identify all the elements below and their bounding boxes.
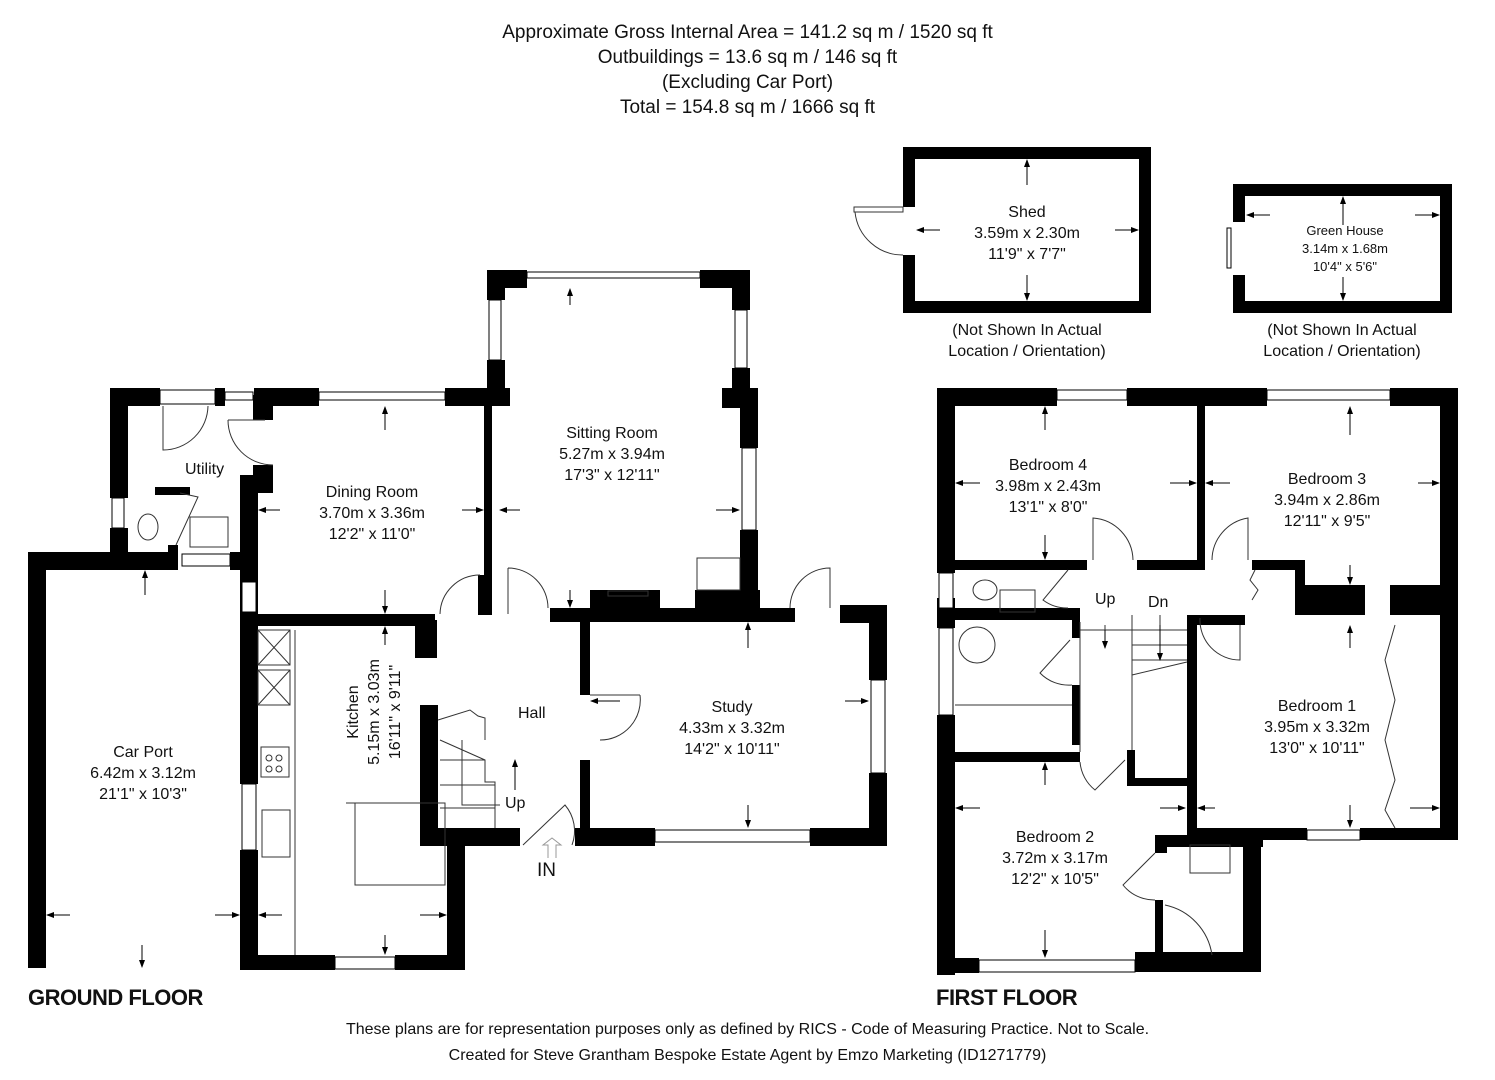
greenhouse-location-note: (Not Shown In Actual Location / Orientat… xyxy=(1263,320,1420,362)
room-imperial: 11'9" x 7'7" xyxy=(988,246,1066,263)
room-imperial: 14'2" x 10'11" xyxy=(684,741,780,758)
outbuildings-area: Outbuildings = 13.6 sq m / 146 sq ft xyxy=(597,47,898,68)
room-imperial: 21'1" x 10'3" xyxy=(99,786,187,803)
bedroom-3-label: Bedroom 3 3.94m x 2.86m 12'11" x 9'5" xyxy=(1274,469,1380,532)
doors-and-fixtures xyxy=(137,206,1396,956)
bedroom-4-label: Bedroom 4 3.98m x 2.43m 13'1" x 8'0" xyxy=(995,455,1101,518)
room-metric: 3.72m x 3.17m xyxy=(1002,850,1108,867)
room-metric: 6.42m x 3.12m xyxy=(90,765,196,782)
shed-label: Shed 3.59m x 2.30m 11'9" x 7'7" xyxy=(974,202,1080,265)
room-name: Study xyxy=(711,699,753,716)
room-imperial: 12'2" x 10'5" xyxy=(1011,871,1099,888)
room-name: Green House xyxy=(1306,223,1384,238)
first-floor-stairs-up-label: Up xyxy=(1095,591,1116,608)
gross-internal-area: Approximate Gross Internal Area = 141.2 … xyxy=(502,22,993,43)
entrance-arrow-icon xyxy=(541,837,563,858)
area-summary: Approximate Gross Internal Area = 141.2 … xyxy=(0,20,1495,120)
room-metric: 3.95m x 3.32m xyxy=(1264,719,1370,736)
shed-location-note: (Not Shown In Actual Location / Orientat… xyxy=(948,320,1105,362)
utility-label: Utility xyxy=(185,461,225,478)
room-name: Bedroom 3 xyxy=(1287,471,1367,488)
room-name: Bedroom 1 xyxy=(1277,698,1357,715)
bedroom-2-label: Bedroom 2 3.72m x 3.17m 12'2" x 10'5" xyxy=(1002,827,1108,890)
room-metric: 4.33m x 3.32m xyxy=(679,720,785,737)
carport-exclusion-note: (Excluding Car Port) xyxy=(661,72,834,93)
stairs-up-label: Up xyxy=(505,795,526,812)
room-metric: 3.14m x 1.68m xyxy=(1302,241,1388,256)
note-line: Location / Orientation) xyxy=(1263,343,1421,360)
total-area: Total = 154.8 sq m / 1666 sq ft xyxy=(619,97,876,118)
room-imperial: 10'4" x 5'6" xyxy=(1312,259,1378,274)
room-imperial: 17'3" x 12'11" xyxy=(564,467,660,484)
bedroom-1-label: Bedroom 1 3.95m x 3.32m 13'0" x 10'11" xyxy=(1264,696,1370,759)
credit-text: Created for Steve Grantham Bespoke Estat… xyxy=(448,1047,1047,1064)
room-metric: 3.94m x 2.86m xyxy=(1274,492,1380,509)
room-name: Bedroom 2 xyxy=(1015,829,1095,846)
dining-room-label: Dining Room 3.70m x 3.36m 12'2" x 11'0" xyxy=(319,482,425,545)
room-metric: 5.27m x 3.94m xyxy=(559,446,665,463)
note-line: (Not Shown In Actual xyxy=(1267,322,1417,339)
car-port-label: Car Port 6.42m x 3.12m 21'1" x 10'3" xyxy=(90,742,196,805)
disclaimer-text: These plans are for representation purpo… xyxy=(345,1021,1150,1038)
room-imperial: 16'11" x 9'11" xyxy=(387,664,404,760)
note-line: (Not Shown In Actual xyxy=(952,322,1102,339)
kitchen-label: Kitchen 5.15m x 3.03m 16'11" x 9'11" xyxy=(343,652,406,772)
entrance-label: IN xyxy=(537,860,556,881)
room-imperial: 12'11" x 9'5" xyxy=(1283,513,1371,530)
room-metric: 5.15m x 3.03m xyxy=(366,659,383,765)
study-label: Study 4.33m x 3.32m 14'2" x 10'11" xyxy=(679,697,785,760)
room-name: Dining Room xyxy=(325,484,419,501)
room-name: Shed xyxy=(1008,204,1046,221)
room-name: Sitting Room xyxy=(566,425,658,442)
sitting-room-label: Sitting Room 5.27m x 3.94m 17'3" x 12'11… xyxy=(559,423,665,486)
room-name: Kitchen xyxy=(345,685,362,739)
first-floor-stairs-down-label: Dn xyxy=(1148,594,1169,611)
room-name: Bedroom 4 xyxy=(1008,457,1088,474)
room-metric: 3.98m x 2.43m xyxy=(995,478,1101,495)
dimension-arrows xyxy=(46,159,1440,968)
first-floor-title: FIRST FLOOR xyxy=(936,985,1078,1010)
room-imperial: 13'1" x 8'0" xyxy=(1008,499,1088,516)
greenhouse-label: Green House 3.14m x 1.68m 10'4" x 5'6" xyxy=(1302,222,1388,276)
room-name: Car Port xyxy=(113,744,173,761)
ground-floor-title: GROUND FLOOR xyxy=(28,985,203,1010)
room-metric: 3.70m x 3.36m xyxy=(319,505,425,522)
note-line: Location / Orientation) xyxy=(948,343,1106,360)
room-imperial: 13'0" x 10'11" xyxy=(1269,740,1365,757)
walls xyxy=(28,147,1458,975)
room-imperial: 12'2" x 11'0" xyxy=(328,526,416,543)
room-metric: 3.59m x 2.30m xyxy=(974,225,1080,242)
windows xyxy=(111,227,1391,973)
hall-label: Hall xyxy=(518,705,546,722)
